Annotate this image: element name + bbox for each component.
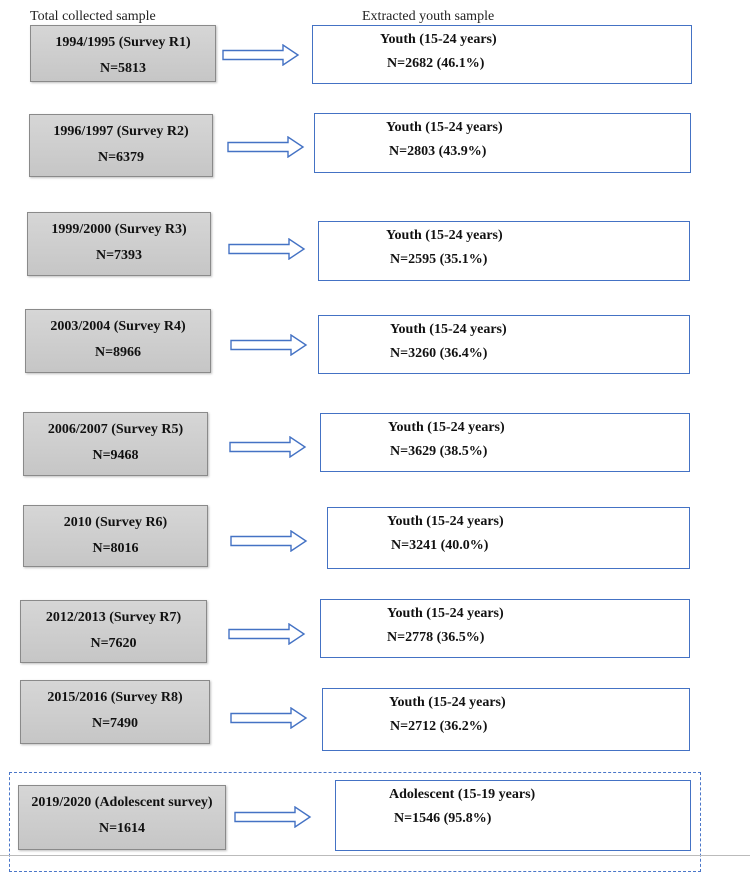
extracted-sample-box: Adolescent (15-19 years) N=1546 (95.8%) [335, 780, 691, 851]
right-arrow-icon [230, 333, 308, 357]
right-arrow-icon [228, 237, 306, 261]
extracted-sample-box: Youth (15-24 years) N=2778 (36.5%) [320, 599, 690, 658]
right-arrow-icon [228, 622, 306, 646]
age-group-label: Youth (15-24 years) [388, 420, 505, 435]
survey-round-label: 2003/2004 (Survey R4) [50, 319, 186, 334]
extracted-sample-box: Youth (15-24 years) N=3629 (38.5%) [320, 413, 690, 472]
age-group-label: Youth (15-24 years) [387, 606, 504, 621]
total-sample-box: 1996/1997 (Survey R2) N=6379 [29, 114, 213, 177]
extracted-sample-box: Youth (15-24 years) N=3241 (40.0%) [327, 507, 690, 569]
total-sample-box: 2015/2016 (Survey R8) N=7490 [20, 680, 210, 744]
total-sample-count: N=7393 [95, 248, 143, 263]
right-arrow-icon [234, 805, 312, 829]
extracted-sample-count: N=2778 (36.5%) [387, 630, 485, 645]
survey-round-label: 2012/2013 (Survey R7) [45, 610, 182, 625]
total-sample-count: N=8966 [94, 345, 142, 360]
right-arrow-icon [227, 135, 305, 159]
total-sample-box: 2010 (Survey R6) N=8016 [23, 505, 208, 567]
extracted-sample-box: Youth (15-24 years) N=2595 (35.1%) [318, 221, 690, 281]
age-group-label: Youth (15-24 years) [390, 322, 507, 337]
age-group-label: Youth (15-24 years) [386, 120, 503, 135]
extracted-sample-box: Youth (15-24 years) N=2682 (46.1%) [312, 25, 692, 84]
extracted-sample-count: N=2682 (46.1%) [387, 56, 485, 71]
survey-round-label: 1996/1997 (Survey R2) [53, 124, 189, 139]
right-arrow-icon [230, 529, 308, 553]
age-group-label: Youth (15-24 years) [386, 228, 503, 243]
total-sample-count: N=1614 [98, 821, 146, 836]
extracted-sample-box: Youth (15-24 years) N=3260 (36.4%) [318, 315, 690, 374]
right-column-header: Extracted youth sample [362, 9, 495, 24]
survey-round-label: 2015/2016 (Survey R8) [47, 690, 183, 705]
survey-round-label: 2006/2007 (Survey R5) [47, 422, 184, 437]
left-column-header: Total collected sample [30, 9, 156, 24]
extracted-sample-box: Youth (15-24 years) N=2712 (36.2%) [322, 688, 690, 751]
extracted-sample-count: N=3241 (40.0%) [391, 538, 489, 553]
total-sample-count: N=7490 [91, 716, 139, 731]
total-sample-box: 1994/1995 (Survey R1) N=5813 [30, 25, 216, 82]
extracted-sample-count: N=1546 (95.8%) [394, 811, 492, 826]
total-sample-count: N=8016 [92, 541, 139, 556]
extracted-sample-box: Youth (15-24 years) N=2803 (43.9%) [314, 113, 691, 173]
extracted-sample-count: N=2595 (35.1%) [390, 252, 488, 267]
age-group-label: Youth (15-24 years) [380, 32, 497, 47]
survey-round-label: 2019/2020 (Adolescent survey) [31, 795, 213, 810]
total-sample-box: 2012/2013 (Survey R7) N=7620 [20, 600, 207, 663]
total-sample-box: 2003/2004 (Survey R4) N=8966 [25, 309, 211, 373]
age-group-label: Youth (15-24 years) [389, 695, 506, 710]
total-sample-count: N=5813 [99, 61, 147, 76]
survey-round-label: 1999/2000 (Survey R3) [51, 222, 187, 237]
age-group-label: Adolescent (15-19 years) [389, 787, 536, 802]
right-arrow-icon [229, 435, 307, 459]
total-sample-box: 2006/2007 (Survey R5) N=9468 [23, 412, 208, 476]
extracted-sample-count: N=2712 (36.2%) [390, 719, 488, 734]
survey-round-label: 2010 (Survey R6) [63, 515, 168, 530]
age-group-label: Youth (15-24 years) [387, 514, 504, 529]
extracted-sample-count: N=3629 (38.5%) [390, 444, 488, 459]
survey-round-label: 1994/1995 (Survey R1) [55, 35, 191, 50]
total-sample-box: 1999/2000 (Survey R3) N=7393 [27, 212, 211, 276]
total-sample-count: N=9468 [92, 448, 139, 463]
right-arrow-icon [222, 43, 300, 67]
bottom-rule [0, 855, 750, 856]
total-sample-count: N=6379 [97, 150, 145, 165]
extracted-sample-count: N=3260 (36.4%) [390, 346, 488, 361]
extracted-sample-count: N=2803 (43.9%) [389, 144, 487, 159]
total-sample-count: N=7620 [90, 636, 137, 651]
total-sample-box: 2019/2020 (Adolescent survey) N=1614 [18, 785, 226, 850]
right-arrow-icon [230, 706, 308, 730]
